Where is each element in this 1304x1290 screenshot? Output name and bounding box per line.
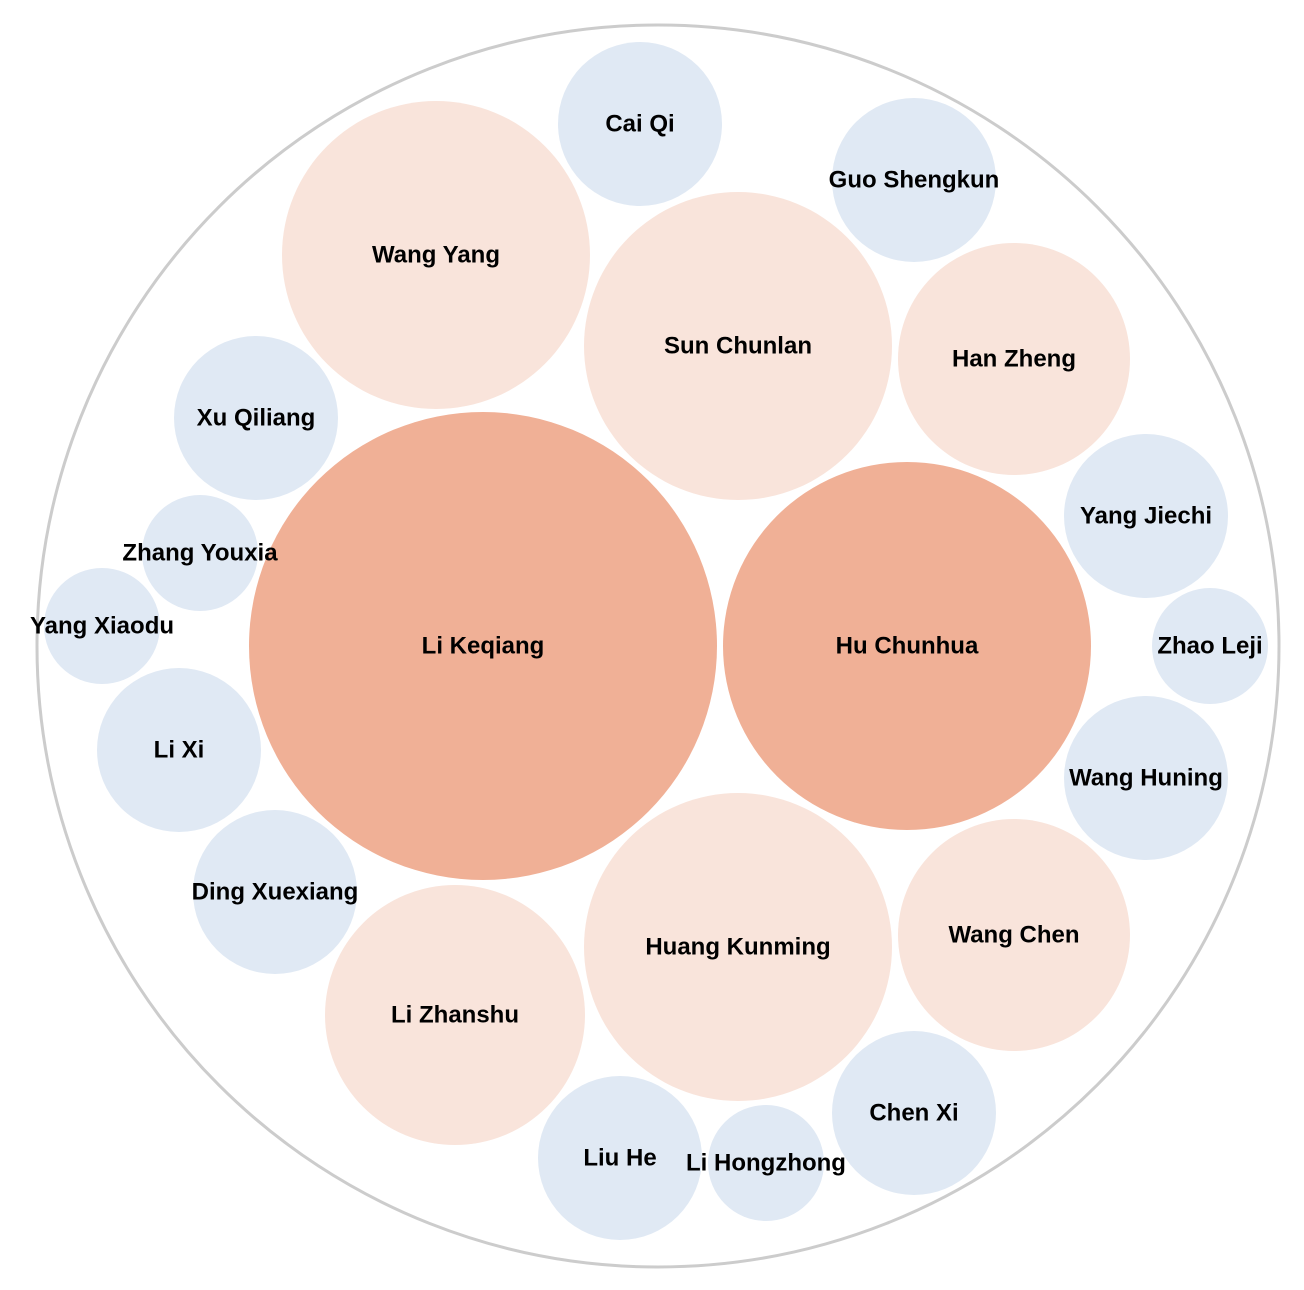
bubble-circle [325, 885, 585, 1145]
bubble-circle [584, 793, 892, 1101]
bubble-circle [249, 412, 717, 880]
bubble-circle [832, 98, 996, 262]
bubble-label: Huang Kunming [645, 934, 830, 961]
bubble-circle [558, 42, 722, 206]
bubble-li-keqiang: Li Keqiang [249, 412, 717, 880]
bubble-zhao-leji: Zhao Leji [1152, 588, 1268, 704]
bubble-label: Hu Chunhua [836, 633, 979, 660]
bubble-cai-qi: Cai Qi [558, 42, 722, 206]
bubble-li-xi: Li Xi [97, 668, 261, 832]
bubble-huang-kunming: Huang Kunming [584, 793, 892, 1101]
bubble-label: Ding Xuexiang [192, 879, 359, 906]
bubble-circle [1152, 588, 1268, 704]
bubble-circle [898, 243, 1130, 475]
bubble-circle [898, 819, 1130, 1051]
bubble-wang-yang: Wang Yang [282, 101, 590, 409]
bubble-circle [44, 568, 160, 684]
bubble-label: Cai Qi [605, 111, 674, 138]
bubble-circle [538, 1076, 702, 1240]
bubble-circle [708, 1105, 824, 1221]
bubble-xu-qiliang: Xu Qiliang [174, 336, 338, 500]
bubble-label: Wang Yang [372, 242, 500, 269]
bubble-label: Wang Chen [948, 922, 1079, 949]
outer-boundary-circle [35, 23, 1281, 1269]
bubble-hu-chunhua: Hu Chunhua [723, 462, 1091, 830]
bubble-guo-shengkun: Guo Shengkun [829, 98, 1000, 262]
bubble-label: Zhang Youxia [122, 540, 278, 567]
bubble-label: Sun Chunlan [664, 333, 812, 360]
bubble-circle [142, 495, 258, 611]
bubble-circle [282, 101, 590, 409]
bubble-label: Liu He [583, 1145, 656, 1172]
bubble-circle [1064, 696, 1228, 860]
bubble-han-zheng: Han Zheng [898, 243, 1130, 475]
bubble-li-zhanshu: Li Zhanshu [325, 885, 585, 1145]
bubble-circle [584, 192, 892, 500]
bubble-yang-jiechi: Yang Jiechi [1064, 434, 1228, 598]
bubble-label: Li Xi [154, 737, 205, 764]
bubble-label: Guo Shengkun [829, 167, 1000, 194]
bubble-label: Zhao Leji [1157, 633, 1262, 660]
bubble-circle [97, 668, 261, 832]
bubble-label: Chen Xi [869, 1100, 958, 1127]
bubble-circle [1064, 434, 1228, 598]
bubble-label: Li Hongzhong [686, 1150, 846, 1177]
bubble-li-hongzhong: Li Hongzhong [686, 1105, 846, 1221]
bubble-circle [723, 462, 1091, 830]
bubble-label: Yang Jiechi [1080, 503, 1212, 530]
bubble-sun-chunlan: Sun Chunlan [584, 192, 892, 500]
bubble-chen-xi: Chen Xi [832, 1031, 996, 1195]
bubble-label: Li Keqiang [422, 633, 545, 660]
bubble-circle [832, 1031, 996, 1195]
bubble-label: Yang Xiaodu [30, 613, 174, 640]
bubble-circle [193, 810, 357, 974]
bubble-ding-xuexiang: Ding Xuexiang [192, 810, 359, 974]
bubble-wang-chen: Wang Chen [898, 819, 1130, 1051]
bubble-liu-he: Liu He [538, 1076, 702, 1240]
bubble-wang-huning: Wang Huning [1064, 696, 1228, 860]
bubble-yang-xiaodu: Yang Xiaodu [30, 568, 174, 684]
bubble-label: Li Zhanshu [391, 1002, 519, 1029]
bubble-label: Han Zheng [952, 346, 1076, 373]
bubble-zhang-youxia: Zhang Youxia [122, 495, 278, 611]
bubble-label: Xu Qiliang [197, 405, 316, 432]
bubble-circle [174, 336, 338, 500]
bubble-label: Wang Huning [1069, 765, 1223, 792]
